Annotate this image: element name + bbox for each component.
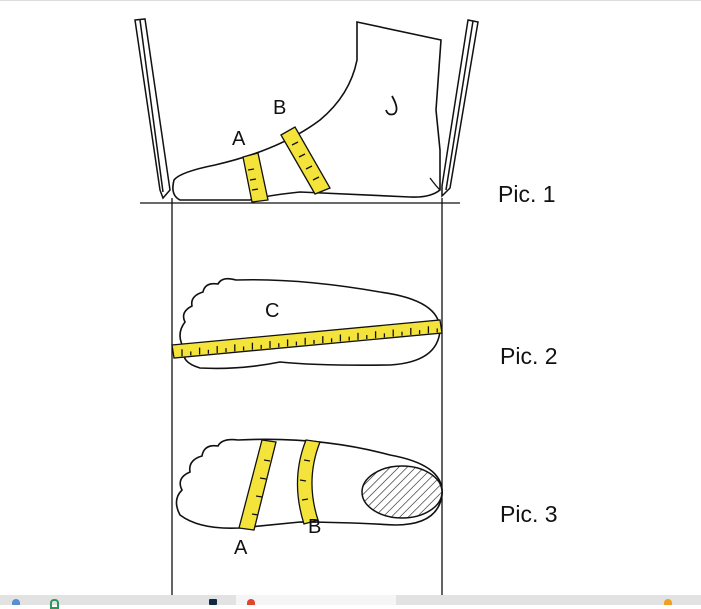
heel-hatched-area — [361, 465, 443, 519]
tape-B-sole — [296, 439, 321, 525]
taskbar — [0, 595, 701, 609]
label-A-pic1: A — [232, 128, 246, 150]
taskbar-app-icon[interactable] — [12, 599, 20, 605]
label-C-pic2: C — [265, 300, 280, 322]
tape-A-sole — [238, 439, 277, 531]
label-A-pic3: A — [234, 537, 248, 559]
label-B-pic3: B — [308, 516, 322, 538]
taskbar-app-icon[interactable] — [247, 599, 255, 605]
right-ruler-board — [441, 19, 479, 198]
taskbar-active-item[interactable] — [236, 595, 396, 605]
ankle-mark — [385, 95, 398, 116]
caption-pic3: Pic. 3 — [500, 501, 558, 527]
taskbar-app-icon[interactable] — [209, 599, 217, 605]
tape-B-side — [280, 126, 331, 195]
tape-A-side — [242, 152, 269, 203]
tape-C — [171, 319, 443, 359]
taskbar-app-icon[interactable] — [50, 599, 59, 609]
left-ruler-board — [134, 18, 171, 200]
taskbar-tray-icon[interactable] — [664, 599, 672, 605]
caption-pic1: Pic. 1 — [498, 181, 556, 207]
foot-side-view — [172, 21, 442, 201]
caption-pic2: Pic. 2 — [500, 343, 558, 369]
label-B-pic1: B — [273, 97, 287, 119]
